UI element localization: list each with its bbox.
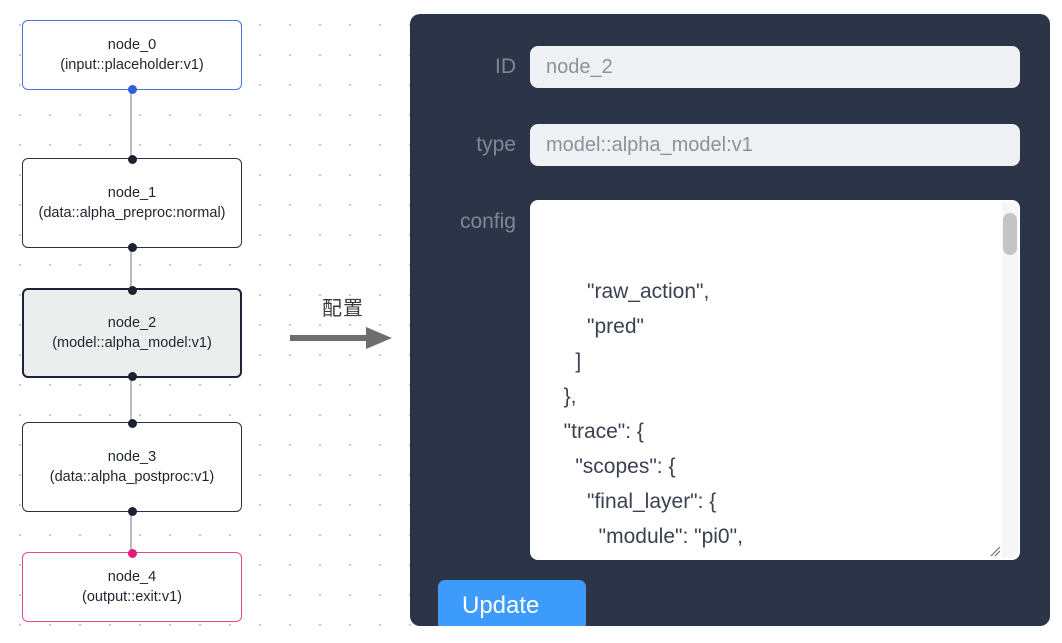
annotation-label: 配置	[322, 296, 364, 320]
flow-node-node_1[interactable]: node_1 (data::alpha_preproc:normal)	[22, 154, 242, 252]
type-field-control	[530, 124, 1050, 166]
edge-node0-node1	[130, 88, 132, 160]
config-text: "raw_action", "pred" ] }, "trace": { "sc…	[563, 280, 743, 548]
node-subtitle: (model::alpha_model:v1)	[52, 335, 212, 351]
type-field-label: type	[476, 133, 516, 156]
edge-node2-node3	[130, 376, 132, 420]
node-title: node_0	[107, 37, 157, 53]
node-title: node_1	[107, 185, 157, 201]
node-subtitle: (data::alpha_preproc:normal)	[38, 205, 226, 221]
node-handle-target[interactable]	[127, 154, 137, 164]
node-handle-source[interactable]	[127, 506, 137, 516]
edge-node3-node4	[130, 512, 132, 552]
id-field-label: ID	[495, 55, 516, 78]
node-handle-source[interactable]	[127, 84, 137, 94]
config-field-control: "raw_action", "pred" ] }, "trace": { "sc…	[530, 200, 1050, 560]
node-subtitle: (output::exit:v1)	[82, 589, 182, 605]
config-scrollbar-track[interactable]	[1002, 202, 1018, 558]
node-handle-source[interactable]	[127, 242, 137, 252]
edge-node1-node2	[130, 246, 132, 290]
node-subtitle: (data::alpha_postproc:v1)	[49, 469, 215, 485]
flow-node-node_3[interactable]: node_3 (data::alpha_postproc:v1)	[22, 418, 242, 516]
node-handle-target[interactable]	[127, 285, 137, 295]
node-title: node_2	[107, 315, 157, 331]
node-subtitle: (input::placeholder:v1)	[60, 57, 204, 73]
annotation-group: 配置	[288, 296, 398, 352]
update-button[interactable]: Update	[438, 580, 586, 626]
flow-node-node_4[interactable]: node_4 (output::exit:v1)	[22, 548, 242, 622]
field-row-id: ID	[410, 46, 1050, 88]
node-handle-source[interactable]	[127, 371, 137, 381]
node-handle-target[interactable]	[127, 548, 137, 558]
flow-node-node_2[interactable]: node_2 (model::alpha_model:v1)	[22, 285, 242, 381]
config-field-label: config	[459, 210, 516, 233]
node-title: node_3	[107, 449, 157, 465]
config-textarea[interactable]: "raw_action", "pred" ] }, "trace": { "sc…	[530, 200, 1020, 560]
right-arrow-icon	[290, 327, 392, 349]
field-row-config: config "raw_action", "pred" ] }, "trace"…	[410, 200, 1050, 560]
field-row-type: type	[410, 124, 1050, 166]
node-title: node_4	[107, 569, 157, 585]
id-field-control	[530, 46, 1050, 88]
flow-node-node_0[interactable]: node_0 (input::placeholder:v1)	[22, 20, 242, 94]
resize-grip-icon[interactable]	[987, 543, 1001, 557]
type-input[interactable]	[530, 124, 1020, 166]
config-scrollbar-thumb[interactable]	[1003, 213, 1017, 255]
node-handle-target[interactable]	[127, 418, 137, 428]
node-properties-panel: ID type config "raw_action", "pred" ] },…	[410, 14, 1050, 626]
id-input[interactable]	[530, 46, 1020, 88]
